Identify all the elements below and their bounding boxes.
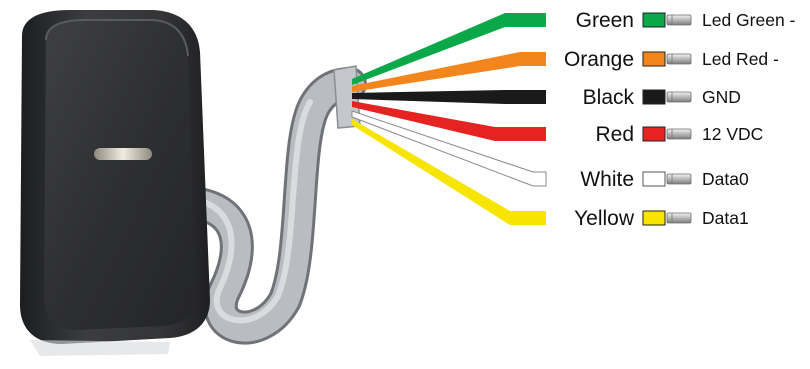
wire-yellow: Yellow Data1 [352,119,749,230]
wire-color-label: Green [576,9,634,32]
pin-connector-icon [666,128,692,140]
pin-connector-icon [666,173,692,185]
wire-color-label: White [580,168,634,191]
wire-color-label: Yellow [574,207,635,230]
wire-color-swatch [642,126,666,142]
signal-label: 12 VDC [702,124,763,144]
wire-orange: Orange Led Red - [352,48,779,92]
pin-connector-icon [666,53,692,65]
wire-strand [352,101,546,141]
wire-color-label: Orange [564,48,634,71]
card-reader-icon [20,10,210,356]
wire-red: Red 12 VDC [352,101,763,146]
wire-color-swatch [642,210,666,226]
wire-strand [351,110,547,187]
wire-green: Green Led Green - [352,9,796,85]
wire-color-swatch [642,51,666,67]
wire-color-swatch [642,89,666,105]
wire-white: White Data0 [351,110,749,191]
signal-label: GND [702,87,741,107]
wire-strand [352,90,546,104]
signal-label: Data0 [702,169,749,189]
wire-strand [352,119,546,225]
wire-color-label: Red [595,123,634,146]
wire-color-swatch [642,171,666,187]
signal-label: Led Green - [702,10,796,30]
wire-strand [352,52,546,92]
pin-connector-icon [666,14,692,26]
signal-label: Led Red - [702,49,779,69]
pin-connector-icon [666,91,692,103]
indicator-light [94,148,152,160]
wire-black: Black GND [352,86,741,109]
wire-color-swatch [642,12,666,28]
wire-color-label: Black [583,86,635,109]
signal-label: Data1 [702,208,749,228]
pin-connector-icon [666,212,692,224]
wire-strand [352,13,546,85]
